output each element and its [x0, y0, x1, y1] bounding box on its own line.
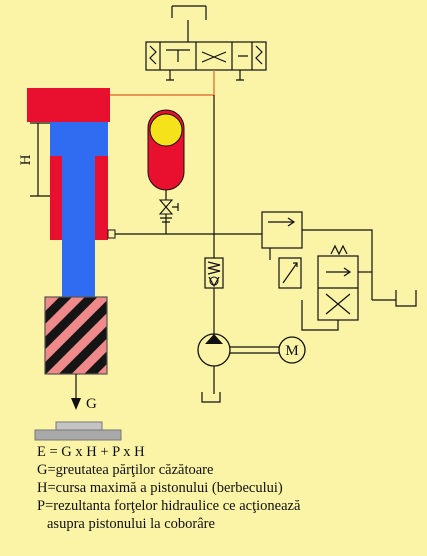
check-valve	[204, 257, 224, 289]
p-definition-line2: asupra pistonului la coborâre	[47, 516, 215, 532]
hammer-ram	[44, 296, 108, 375]
pressure-pipe-to-cylinder	[110, 70, 215, 96]
electric-motor: M	[278, 336, 306, 364]
hydraulic-hammer-schematic: H G M	[18, 5, 417, 441]
weight-label: G	[86, 396, 97, 412]
h-definition: H=cursa maximă a pistonului (berbecului)	[37, 480, 283, 496]
pressure-relief-valve	[261, 211, 373, 300]
anvil	[34, 421, 122, 441]
motor-label: M	[285, 343, 298, 359]
hydraulic-cylinder	[27, 88, 116, 297]
directional-valve	[145, 41, 267, 81]
energy-formula: E = G x H + P x H	[37, 444, 145, 460]
accumulator	[147, 109, 185, 234]
stroke-height-label: H	[18, 154, 34, 165]
pump	[197, 333, 231, 394]
pump-tank-symbol	[201, 392, 221, 403]
p-definition-line1: P=rezultanta forţelor hidraulice ce acţi…	[37, 498, 301, 514]
weight-arrow: G	[71, 374, 97, 412]
return-tank-symbol	[171, 5, 207, 42]
g-definition: G=greutatea părţilor căzătoare	[37, 462, 214, 478]
motor-coupling	[230, 346, 279, 354]
piston-head	[50, 122, 108, 156]
accumulator-shutoff-valve	[158, 199, 179, 223]
piston-rod	[62, 156, 95, 297]
formula-legend: E = G x H + P x H G=greutatea părţilor c…	[37, 443, 300, 533]
two-way-valve	[301, 244, 372, 331]
cylinder-port	[107, 229, 116, 239]
relief-tank-symbol	[372, 290, 417, 307]
stroke-dimension: H	[18, 122, 50, 197]
